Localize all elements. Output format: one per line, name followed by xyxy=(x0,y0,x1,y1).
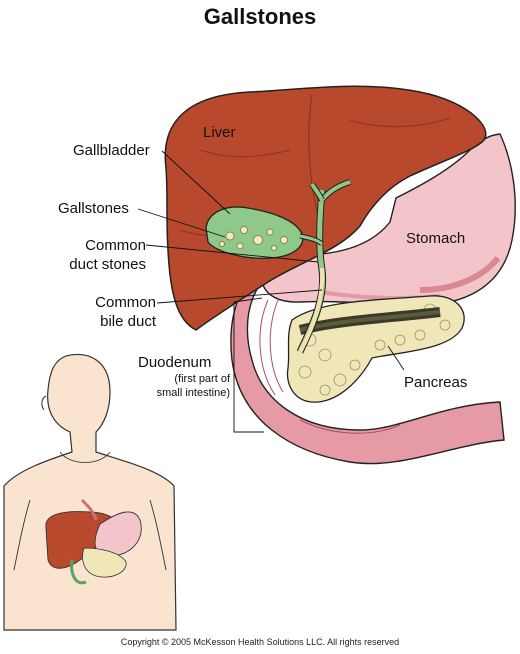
common-bile-duct-label-line1: Common xyxy=(95,294,156,311)
diagram-title: Gallstones xyxy=(203,4,317,29)
stomach-label: Stomach xyxy=(406,230,466,247)
duodenum-note-line2: small intestine) xyxy=(156,387,230,399)
common-duct-stones-label-line2: duct stones xyxy=(69,256,146,273)
gallstones-shape xyxy=(219,226,288,251)
pancreas-label: Pancreas xyxy=(404,374,468,391)
gallbladder-label: Gallbladder xyxy=(73,142,150,159)
common-bile-duct-label-line2: bile duct xyxy=(100,313,156,330)
leader-lines xyxy=(137,150,405,433)
liver-shape xyxy=(164,85,487,331)
common-duct-stones-label-line1: Common xyxy=(85,237,146,254)
copyright-notice: Copyright © 2005 McKesson Health Solutio… xyxy=(120,637,400,647)
gallstones-label: Gallstones xyxy=(58,200,129,217)
duodenum-label: Duodenum xyxy=(138,354,212,371)
bile-duct-shape xyxy=(296,179,351,354)
body-outline-inset xyxy=(3,354,177,631)
duodenum-note-line1: (first part of xyxy=(174,373,230,385)
liver-label: Liver xyxy=(203,124,236,141)
